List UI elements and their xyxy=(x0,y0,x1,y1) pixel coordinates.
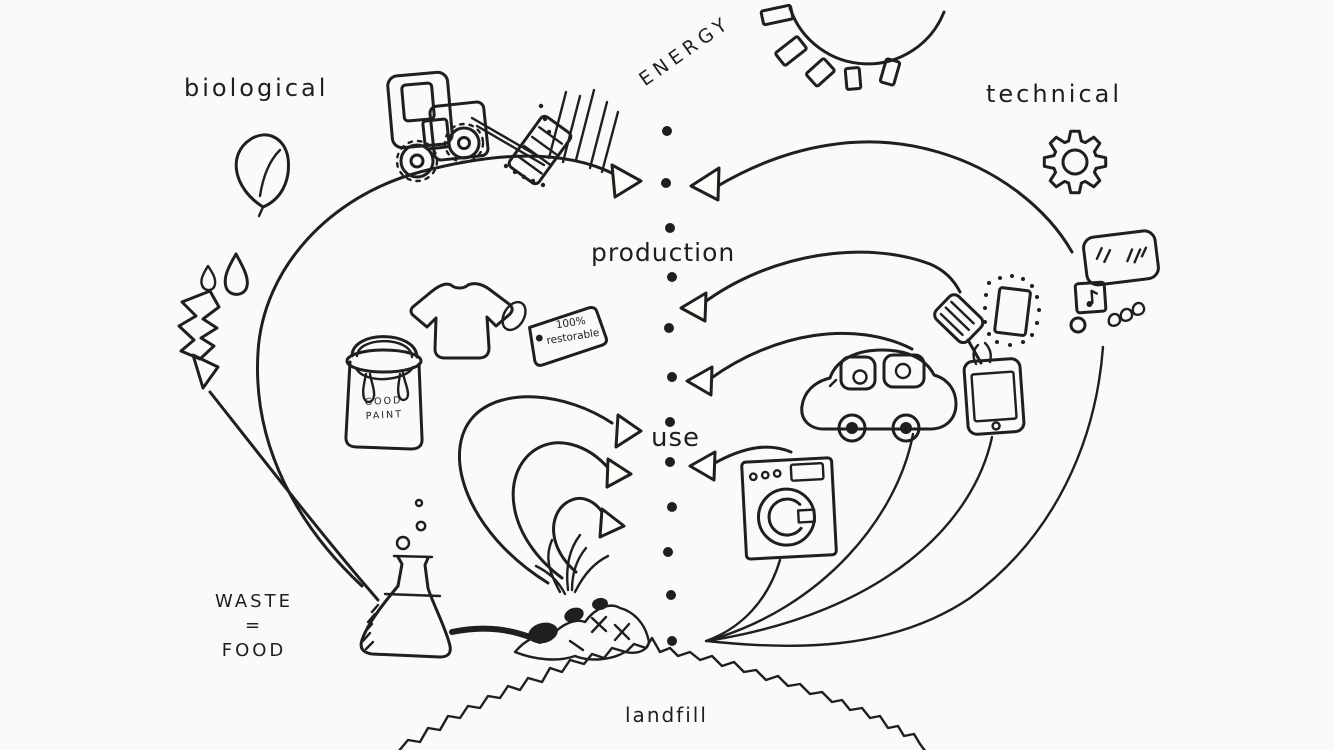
return-arrow-use xyxy=(688,445,793,482)
compost-arrow-medium xyxy=(511,441,633,580)
arrowhead-nutrients xyxy=(191,353,220,390)
compost-arrow-small xyxy=(552,496,626,574)
water-drops-icon xyxy=(200,252,249,296)
glowing-screen-icon xyxy=(983,274,1041,347)
paint-can-icon xyxy=(344,335,424,451)
music-player-icon xyxy=(1069,280,1146,334)
paint-can-label: GOOD PAINT xyxy=(352,393,415,424)
landfill-label: landfill xyxy=(625,703,708,727)
return-arrow-car xyxy=(685,331,914,397)
production-label: production xyxy=(591,238,736,267)
technical-label: technical xyxy=(986,80,1123,108)
compost-icon xyxy=(513,533,650,661)
flask-to-compost-line xyxy=(449,625,543,644)
sun-icon xyxy=(759,3,946,91)
tshirt-icon xyxy=(409,282,514,360)
squiggle xyxy=(1131,301,1146,316)
lightning-icon xyxy=(177,289,221,361)
flask-icon xyxy=(359,498,452,659)
gear-icon xyxy=(1042,129,1108,195)
return-arrow-production xyxy=(679,250,962,323)
landfill-mound xyxy=(398,636,926,750)
waste-line: WASTE xyxy=(215,591,293,612)
tractor-rake xyxy=(507,114,573,186)
squiggle xyxy=(1119,307,1134,322)
sprout-blades xyxy=(534,533,610,596)
compost-arrow-large xyxy=(458,395,643,585)
waste-equals-food-label: WASTE = FOOD xyxy=(200,590,308,663)
technical-cycle-arc xyxy=(689,140,1074,254)
biological-label: biological xyxy=(184,74,329,102)
waste-to-nutrients-arrow xyxy=(191,353,380,602)
tv-icon xyxy=(1082,229,1160,287)
food-line: FOOD xyxy=(221,639,287,661)
washing-machine-icon xyxy=(740,456,838,561)
squiggle xyxy=(1107,312,1122,327)
price-tag-icon xyxy=(501,300,608,367)
seed-fall-lines xyxy=(547,88,620,174)
spatula-icon xyxy=(933,293,985,365)
arrowhead-technical-top xyxy=(689,166,721,202)
leaf-icon xyxy=(234,133,290,218)
paint-drip xyxy=(396,371,410,402)
biological-cycle-arc xyxy=(255,154,643,588)
tractor-icon xyxy=(386,70,620,188)
arrowhead-biological-top xyxy=(610,163,643,199)
car-icon xyxy=(800,348,958,443)
equals-line: = xyxy=(244,615,264,637)
paint-drip xyxy=(361,372,376,404)
smartphone-icon xyxy=(962,357,1026,436)
pry-marks xyxy=(972,341,992,366)
dotted-divider-line xyxy=(661,126,677,646)
use-label: use xyxy=(651,423,701,453)
landfill-flow-lines xyxy=(704,345,1105,648)
